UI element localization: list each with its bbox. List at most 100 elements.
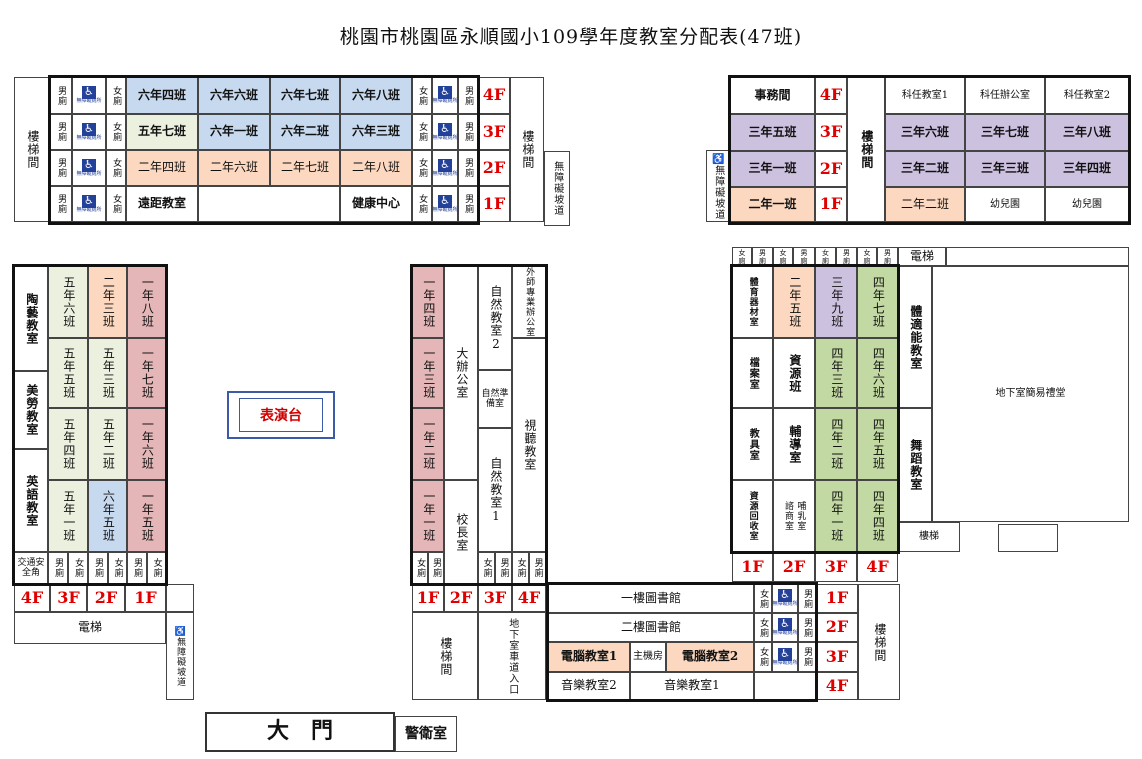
accessible-restroom: ♿無障礙廁所 (432, 114, 458, 150)
classroom: 六年八班 (340, 77, 412, 114)
floor-label: 2F (444, 584, 478, 612)
fitness-classroom: 體適能教室 (898, 266, 932, 408)
counseling-room: 諮商室 (783, 501, 793, 531)
art-classroom: 美勞教室 (14, 371, 48, 449)
stairs: 樓梯間 (510, 77, 544, 222)
floor-label: 4F (857, 552, 898, 582)
classroom: 四年一班 (815, 480, 857, 552)
blank-cell (998, 524, 1058, 552)
floor-label: 1F (732, 552, 773, 582)
floor-label: 3F (478, 584, 512, 612)
mens-restroom: 男廁 (88, 552, 108, 584)
floor-label: 4F (14, 584, 50, 612)
mens-restroom: 男廁 (752, 247, 773, 266)
wheelchair-icon: ♿ (438, 158, 452, 172)
mens-restroom: 男廁 (798, 584, 816, 613)
wheelchair-icon: ♿ (712, 151, 724, 166)
floor-label: 1F (816, 584, 858, 613)
floor-label: 2F (773, 552, 815, 582)
computer-classroom-1: 電腦教室1 (548, 642, 630, 672)
classroom: 三年五班 (730, 114, 815, 151)
mens-restroom: 男廁 (458, 114, 478, 150)
archive-room: 檔案室 (732, 338, 773, 408)
pottery-classroom: 陶藝教室 (14, 266, 48, 371)
floor-label: 1F (815, 187, 847, 222)
classroom: 一年四班 (412, 266, 444, 338)
classroom: 三年八班 (1045, 114, 1129, 151)
womens-restroom: 女廁 (68, 552, 88, 584)
kindergarten: 幼兒園 (1045, 187, 1129, 222)
accessible-restroom: ♿無障礙廁所 (72, 114, 106, 150)
womens-restroom: 女廁 (754, 584, 772, 613)
floor-label: 1F (478, 186, 510, 222)
wheelchair-icon: ♿ (175, 625, 186, 637)
blank-cell (198, 186, 340, 222)
wheelchair-icon: ♿ (778, 588, 792, 603)
office-room: 事務間 (730, 77, 815, 114)
accessible-restroom: ♿無障礙廁所 (772, 642, 798, 672)
counseling-office: 輔導室 (773, 408, 815, 480)
wheelchair-icon: ♿ (438, 194, 452, 208)
mens-restroom: 男廁 (48, 552, 68, 584)
distance-classroom: 遠距教室 (126, 186, 198, 222)
floor-label: 4F (815, 77, 847, 114)
classroom: 二年六班 (198, 150, 270, 186)
classroom: 二年二班 (885, 187, 965, 222)
classroom: 一年八班 (127, 266, 166, 338)
floor-label: 3F (478, 114, 510, 150)
science-classroom-2: 自然教室2 (478, 266, 512, 370)
classroom: 一年六班 (127, 408, 166, 480)
library-floor-2: 二樓圖書館 (548, 613, 754, 642)
womens-restroom: 女廁 (754, 613, 772, 642)
page-title: 桃園市桃園區永順國小109學年度教室分配表(47班) (339, 26, 803, 48)
guard-room: 警衛室 (395, 716, 457, 752)
stairs: 樓梯間 (412, 612, 478, 700)
principal-office: 校長室 (444, 480, 478, 584)
traffic-safety-corner: 交通安全角 (14, 552, 48, 584)
wheelchair-icon: ♿ (778, 617, 792, 632)
classroom: 三年一班 (730, 151, 815, 187)
performance-stage: 表演台 (227, 391, 335, 439)
classroom: 六年七班 (270, 77, 340, 114)
stairs: 樓梯間 (14, 77, 50, 222)
sports-equipment-room: 體育器材室 (732, 266, 773, 338)
floor-label: 3F (50, 584, 87, 612)
basement-assembly-hall: 地下室簡易禮堂 (932, 266, 1129, 522)
classroom: 四年二班 (815, 408, 857, 480)
stairs: 樓梯間 (858, 584, 900, 700)
mens-restroom: 男廁 (458, 186, 478, 222)
classroom: 五年六班 (48, 266, 88, 338)
library-floor-1: 一樓圖書館 (548, 584, 754, 613)
accessible-restroom: ♿無障礙廁所 (432, 186, 458, 222)
womens-restroom: 女廁 (412, 150, 432, 186)
classroom: 四年三班 (815, 338, 857, 408)
womens-restroom: 女廁 (106, 186, 126, 222)
classroom: 一年五班 (127, 480, 166, 552)
floor-label: 1F (125, 584, 166, 612)
blank-cell (754, 672, 816, 700)
classroom: 五年五班 (48, 338, 88, 408)
floor-label: 3F (815, 552, 857, 582)
mens-restroom: 男廁 (458, 150, 478, 186)
elevator: 電梯 (898, 247, 946, 266)
accessible-restroom: ♿無障礙廁所 (72, 186, 106, 222)
floor-label: 2F (816, 613, 858, 642)
womens-restroom: 女廁 (478, 552, 495, 584)
mens-restroom: 男廁 (50, 186, 72, 222)
foreign-teacher-office: 外師專業辦公室 (512, 266, 546, 338)
mens-restroom: 男廁 (495, 552, 512, 584)
floor-label: 4F (478, 77, 510, 114)
womens-restroom: 女廁 (754, 642, 772, 672)
accessible-restroom: ♿無障礙廁所 (772, 613, 798, 642)
classroom: 二年四班 (126, 150, 198, 186)
womens-restroom: 女廁 (412, 77, 432, 114)
classroom: 三年三班 (965, 151, 1045, 187)
audio-visual-room: 視聽教室 (512, 338, 546, 552)
classroom: 五年七班 (126, 114, 198, 150)
elevator: 電梯 (14, 612, 166, 644)
accessible-restroom: ♿無障礙廁所 (772, 584, 798, 613)
floor-label: 2F (478, 150, 510, 186)
classroom: 五年三班 (88, 338, 127, 408)
subject-classroom: 科任教室2 (1045, 77, 1129, 114)
mens-restroom: 男廁 (458, 77, 478, 114)
